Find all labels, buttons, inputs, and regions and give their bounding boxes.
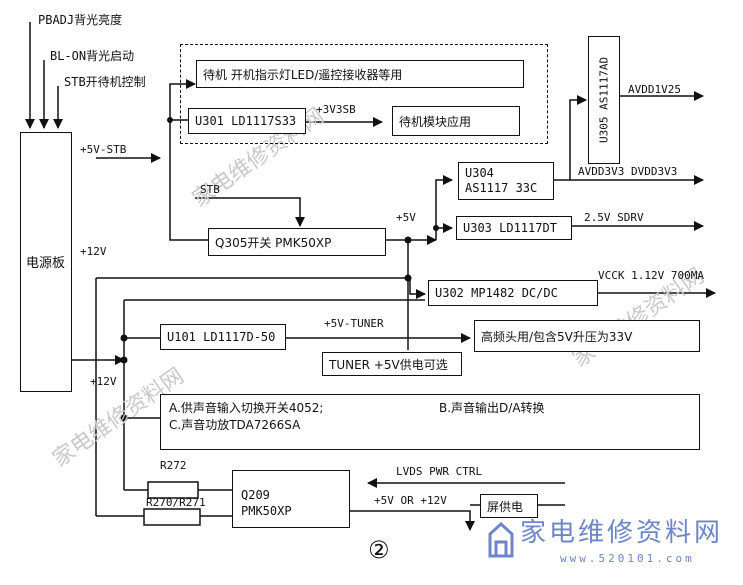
r270-label: R270/R271 — [146, 496, 206, 509]
u304-part: AS1117 33C — [465, 181, 538, 195]
stb-label: STB — [200, 183, 220, 196]
audio-block: A.供声音输入切换开关4052; B.声音输出D/A转换 C.声音功放TDA72… — [160, 394, 700, 450]
screen-power-block: 屏供电 — [480, 494, 538, 518]
u301-block: U301 LD1117S33 — [188, 108, 306, 134]
audio-line-b: B.声音输出D/A转换 — [439, 401, 545, 415]
wire-u304-to-u305 — [569, 95, 587, 180]
tuner-supply-block: TUNER +5V供电可选 — [322, 352, 462, 376]
wire-5v-to-u304 — [435, 175, 453, 240]
figure-number: ② — [368, 536, 390, 564]
site-logo-text: 家电维修资料网 — [520, 518, 724, 548]
junction-dot — [404, 236, 412, 244]
power-board-block: 电源板 — [20, 132, 72, 392]
junction-dot — [120, 334, 128, 342]
pbadj-label: PBADJ背光亮度 — [38, 13, 123, 27]
power-board-label: 电源板 — [26, 256, 66, 272]
q305-block: Q305开关 PMK50XP — [208, 228, 386, 256]
12v-left-label: +12V — [90, 375, 117, 388]
bl-on-label: BL-ON背光启动 — [50, 49, 135, 63]
u302-block: U302 MP1482 DC/DC — [428, 280, 598, 306]
5v-label: +5V — [396, 211, 416, 224]
site-logo-url: www.520101.com — [560, 552, 695, 565]
u303-block: U303 LD1117DT — [456, 216, 572, 240]
q209-block: Q209 PMK50XP — [232, 470, 350, 528]
u305-block: U305 AS1117AD — [588, 36, 620, 164]
junction-dot — [120, 356, 128, 364]
5v-stb-label: +5V-STB — [80, 143, 127, 156]
wire-q209-out — [350, 510, 475, 531]
lvds-label: LVDS PWR CTRL — [396, 465, 483, 478]
resistor-r272 — [147, 481, 199, 499]
r272-label: R272 — [160, 459, 187, 472]
tuner-use-block: 高频头用/包含5V升压为33V — [474, 320, 700, 352]
sdrv-label: 2.5V SDRV — [584, 211, 644, 224]
5v-tuner-label: +5V-TUNER — [324, 317, 384, 330]
site-logo-icon — [488, 521, 514, 558]
u304-label: U304 — [465, 166, 494, 180]
avdd3v3-label: AVDD3V3 DVDD3V3 — [578, 165, 678, 178]
u305-label: U305 AS1117AD — [597, 56, 611, 144]
wire-5v-stb-up — [169, 79, 196, 158]
5v-or-12v-label: +5V OR +12V — [374, 494, 447, 507]
audio-line-a: A.供声音输入切换开关4052; — [169, 401, 324, 415]
wire-stb — [195, 197, 305, 227]
junction-dot — [167, 117, 173, 123]
q209-label: Q209 — [241, 488, 270, 502]
3v3sb-label: +3V3SB — [316, 103, 356, 116]
junction-dot — [433, 225, 439, 231]
u304-block: U304 AS1117 33C — [458, 162, 554, 200]
avdd1v25-label: AVDD1V25 — [628, 83, 681, 96]
stb-ctrl-label: STB开待机控制 — [64, 75, 146, 89]
standby-led-block: 待机 开机指示灯LED/遥控接收器等用 — [196, 60, 524, 88]
standby-group — [180, 44, 548, 144]
standby-module-block: 待机模块应用 — [392, 106, 520, 136]
vcck-label: VCCK 1.12V 700MA — [598, 269, 704, 282]
junction-dot — [120, 414, 128, 422]
wire-12v-top — [96, 277, 426, 299]
audio-line-c: C.声音功放TDA7266SA — [169, 418, 301, 432]
junction-dot — [404, 274, 412, 282]
u101-block: U101 LD1117D-50 — [160, 324, 286, 350]
wire-5v-stb-q305 — [169, 158, 208, 241]
q209-part: PMK50XP — [241, 504, 292, 518]
12v-top-label: +12V — [80, 245, 107, 258]
resistor-r270 — [143, 508, 201, 526]
